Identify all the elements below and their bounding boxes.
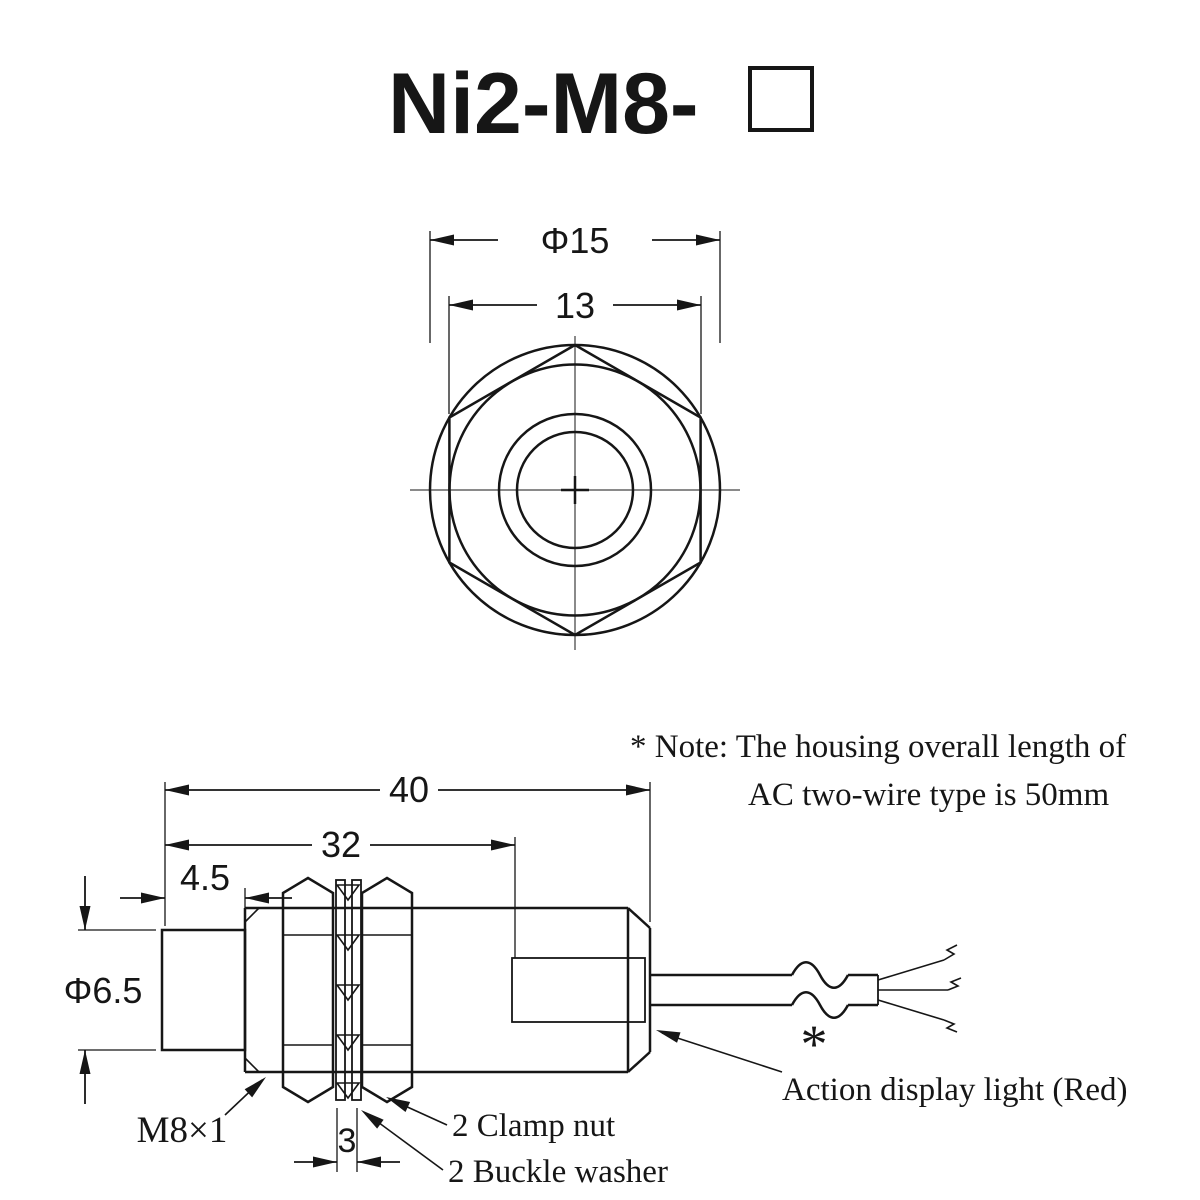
asterisk-mark: * [801, 1014, 828, 1074]
body-circle [497, 412, 653, 568]
page-title: Ni2-M8- [388, 56, 699, 152]
sensing-face-circle [515, 430, 635, 550]
hex-nut-outline [448, 343, 702, 637]
dim-head-diameter: Φ6.5 [64, 876, 156, 1104]
dim-washer-thickness: 3 [294, 1108, 400, 1172]
lead-wires [877, 944, 962, 1033]
clamp-nut-2 [360, 876, 414, 1104]
arrowhead [313, 1156, 337, 1168]
thread-callout: M8×1 [137, 1077, 266, 1151]
hex-inscribed-circle [448, 363, 702, 617]
arrowhead [677, 299, 701, 311]
chamfer-line [244, 1057, 260, 1073]
thread-label: M8×1 [137, 1110, 228, 1151]
clamp-nut-label: 2 Clamp nut [452, 1108, 615, 1144]
dim-13-text: 13 [555, 285, 595, 326]
dim-total-length: 40 [164, 769, 651, 926]
arrowhead [386, 1097, 411, 1112]
cable-break [790, 961, 850, 989]
cable-break [790, 991, 850, 1019]
action-light-callout: * Action display light (Red) [656, 1014, 1128, 1108]
arrowhead [449, 299, 473, 311]
arrowhead [141, 892, 165, 904]
buckle-washer-callout: 2 Buckle washer [361, 1110, 668, 1190]
arrowhead [165, 839, 189, 851]
model-suffix-box [748, 66, 814, 132]
arrowhead [165, 784, 189, 796]
arrowhead [357, 1156, 381, 1168]
cable [650, 961, 879, 1019]
arrowhead [79, 1050, 91, 1074]
arrowhead [491, 839, 515, 851]
arrowhead [656, 1030, 681, 1043]
dim-4-5-text: 4.5 [180, 857, 230, 898]
note-line-1: * Note: The housing overall length of [630, 729, 1126, 765]
dim-40-text: 40 [389, 769, 429, 810]
dim-across-flats: 13 [448, 285, 702, 414]
chamfer-line [627, 1051, 651, 1073]
chamfer-line [244, 907, 260, 923]
dim-outer-diameter: Φ15 [429, 220, 721, 343]
sensor-head [160, 928, 247, 1052]
indicator-window [511, 957, 646, 1023]
arrowhead [430, 234, 454, 246]
arrowhead [696, 234, 720, 246]
dim-3-text: 3 [338, 1122, 357, 1160]
dim-head-length: 4.5 [120, 857, 292, 926]
note-line-2: AC two-wire type is 50mm [748, 777, 1109, 813]
arrowhead [245, 892, 269, 904]
dim-phi15-text: Φ15 [541, 220, 610, 261]
buckle-washer-label: 2 Buckle washer [448, 1154, 668, 1190]
dim-32-text: 32 [321, 824, 361, 865]
arrowhead [626, 784, 650, 796]
note-block: * Note: The housing overall length of AC… [630, 729, 1126, 813]
side-view [160, 876, 962, 1104]
arrowhead [361, 1110, 384, 1129]
arrowhead [79, 906, 91, 930]
clamp-nut-callout: 2 Clamp nut [386, 1097, 615, 1144]
action-light-label: Action display light (Red) [782, 1072, 1128, 1108]
front-view [410, 336, 740, 650]
dim-phi6-5-text: Φ6.5 [64, 970, 143, 1011]
chamfer-line [627, 907, 651, 929]
buckle-washers [335, 879, 362, 1101]
clamp-nut-1 [281, 876, 335, 1104]
arrowhead [244, 1077, 266, 1098]
dim-thread-length: 32 [165, 824, 516, 958]
title-block: Ni2-M8- [388, 56, 814, 152]
